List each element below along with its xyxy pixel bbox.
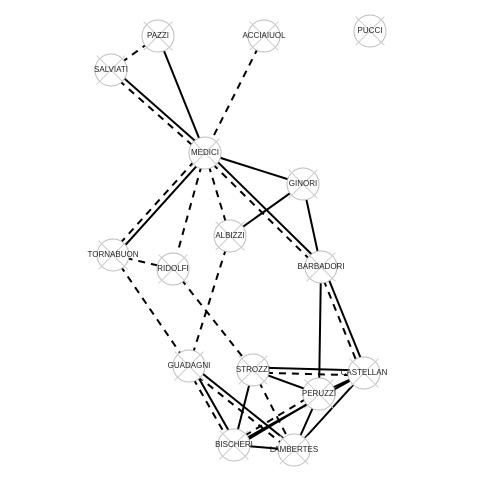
edge-medici-ginori-solid bbox=[204, 152, 304, 185]
edge-medici-barbadori-dashed bbox=[202, 154, 320, 270]
node-cross-mark bbox=[304, 379, 334, 409]
node-albizzi[interactable]: ALBIZZI bbox=[213, 219, 247, 253]
node-cross-mark bbox=[174, 351, 204, 381]
edge-barbadori-castellan-dashed bbox=[317, 267, 363, 375]
edge-acciaiuol-medici-dashed bbox=[204, 35, 265, 154]
edge-peruzzi-bischeri-dashed bbox=[232, 390, 319, 444]
edge-medici-tornabuon-solid bbox=[114, 154, 208, 258]
node-label: ACCIAIUOL bbox=[242, 31, 286, 40]
edge-medici-ridolfi-dashed bbox=[172, 152, 206, 270]
edge-guadagni-lambertes-dashed bbox=[186, 367, 294, 453]
edge-tornabuon-ridolfi-dashed bbox=[112, 254, 174, 270]
edge-salviati-medici-solid bbox=[111, 67, 208, 152]
node-barbadori[interactable]: BARBADORI bbox=[297, 250, 345, 284]
node-label: ALBIZZI bbox=[215, 231, 244, 240]
node-cross-mark bbox=[219, 430, 249, 460]
node-acciaiuol[interactable]: ACCIAIUOL bbox=[242, 19, 286, 53]
node-ridolfi[interactable]: RIDOLFI bbox=[156, 252, 190, 286]
edge-castellan-lambertes-solid bbox=[293, 372, 365, 451]
node-label: CASTELLAN bbox=[341, 368, 388, 377]
node-label: BARBADORI bbox=[297, 262, 344, 271]
node-label: GINORI bbox=[289, 179, 317, 188]
node-cross-mark bbox=[190, 138, 220, 168]
edge-salviati-medici-dashed bbox=[108, 71, 205, 156]
node-salviati[interactable]: SALVIATI bbox=[94, 53, 128, 87]
node-peruzzi[interactable]: PERUZZI bbox=[302, 377, 336, 411]
node-label: PAZZI bbox=[147, 31, 169, 40]
edge-medici-tornabuon-dashed bbox=[110, 150, 204, 254]
node-label: LAMBERTES bbox=[270, 445, 318, 454]
node-cross-mark bbox=[143, 21, 173, 51]
node-cross-mark bbox=[306, 252, 336, 282]
node-pucci[interactable]: PUCCI bbox=[353, 14, 387, 48]
edge-salviati-pazzi-dashed bbox=[110, 35, 159, 71]
node-label: TORNABUON bbox=[88, 250, 139, 259]
node-label: BISCHERI bbox=[215, 440, 253, 449]
node-cross-mark bbox=[249, 21, 279, 51]
node-cross-mark bbox=[355, 16, 385, 46]
node-lambertes[interactable]: LAMBERTES bbox=[270, 433, 318, 467]
edge-barbadori-peruzzi-solid bbox=[318, 266, 322, 395]
node-castellan[interactable]: CASTELLAN bbox=[341, 356, 388, 390]
node-cross-mark bbox=[96, 55, 126, 85]
edge-strozzi-castellan-dashed bbox=[252, 371, 364, 377]
edge-strozzi-castellan-solid bbox=[253, 366, 365, 372]
edge-ridolfi-strozzi-dashed bbox=[172, 268, 254, 371]
node-label: STROZZI bbox=[236, 365, 270, 374]
node-cross-mark bbox=[349, 358, 379, 388]
node-cross-mark bbox=[158, 254, 188, 284]
node-cross-mark bbox=[279, 435, 309, 465]
edge-medici-barbadori-solid bbox=[206, 150, 324, 266]
node-cross-mark bbox=[288, 169, 318, 199]
edge-tornabuon-guadagni-dashed bbox=[112, 254, 190, 367]
node-label: GUADAGNI bbox=[168, 361, 211, 370]
node-tornabuon[interactable]: TORNABUON bbox=[88, 238, 139, 272]
node-medici[interactable]: MEDICI bbox=[188, 136, 222, 170]
node-cross-mark bbox=[238, 355, 268, 385]
node-guadagni[interactable]: GUADAGNI bbox=[168, 349, 211, 383]
edge-barbadori-castellan-solid bbox=[322, 265, 368, 373]
node-label: PUCCI bbox=[358, 26, 383, 35]
node-bischeri[interactable]: BISCHERI bbox=[215, 428, 253, 462]
node-pazzi[interactable]: PAZZI bbox=[141, 19, 175, 53]
node-label: RIDOLFI bbox=[157, 264, 189, 273]
node-cross-mark bbox=[98, 240, 128, 270]
node-ginori[interactable]: GINORI bbox=[286, 167, 320, 201]
edge-peruzzi-bischeri-solid bbox=[234, 395, 321, 449]
node-cross-mark bbox=[215, 221, 245, 251]
node-label: MEDICI bbox=[191, 148, 219, 157]
node-label: PERUZZI bbox=[302, 389, 336, 398]
edge-albizzi-guadagni-dashed bbox=[188, 235, 231, 367]
node-layer: PAZZI ACCIAIUOL PUCCI SALVIATI MEDICI GINORI A… bbox=[88, 14, 388, 467]
edge-pazzi-medici-solid bbox=[157, 35, 206, 154]
node-label: SALVIATI bbox=[94, 65, 128, 74]
node-strozzi[interactable]: STROZZI bbox=[236, 353, 270, 387]
